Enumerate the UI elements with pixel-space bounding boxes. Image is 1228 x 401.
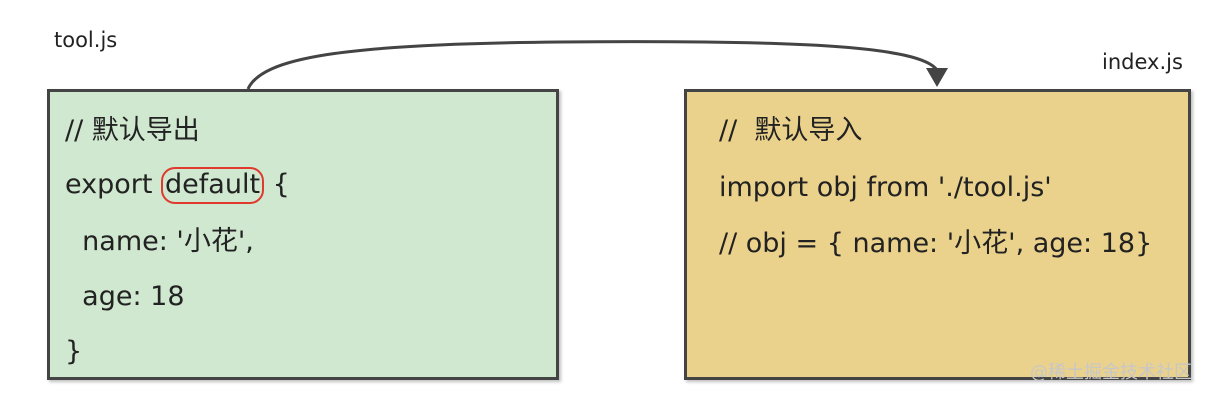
source-file-label: tool.js — [54, 28, 118, 52]
arrow-head — [926, 68, 948, 87]
code-age-property: age: 18 — [65, 281, 185, 312]
code-close-brace: } — [65, 336, 83, 367]
code-import-statement: import obj from './tool.js' — [719, 172, 1052, 203]
default-keyword-highlight: default — [161, 167, 265, 204]
code-name-property: name: '小花', — [65, 226, 254, 257]
watermark-text: @稀土掘金技术社区 — [1030, 362, 1192, 383]
index-js-code-box: // 默认导入 import obj from './tool.js' // o… — [684, 89, 1191, 380]
code-obj-comment: // obj = { name: '小花', age: 18} — [719, 228, 1153, 259]
export-open-brace: { — [264, 169, 290, 200]
target-file-label: index.js — [1102, 50, 1183, 74]
tool-js-code-box: // 默认导出 export default { name: '小花', age… — [47, 89, 559, 380]
code-comment-default-export: // 默认导出 — [65, 115, 200, 146]
export-keyword: export — [65, 169, 162, 200]
code-comment-default-import: // 默认导入 — [719, 115, 863, 146]
code-export-statement: export default { — [65, 167, 290, 204]
arrow-line — [246, 40, 939, 90]
